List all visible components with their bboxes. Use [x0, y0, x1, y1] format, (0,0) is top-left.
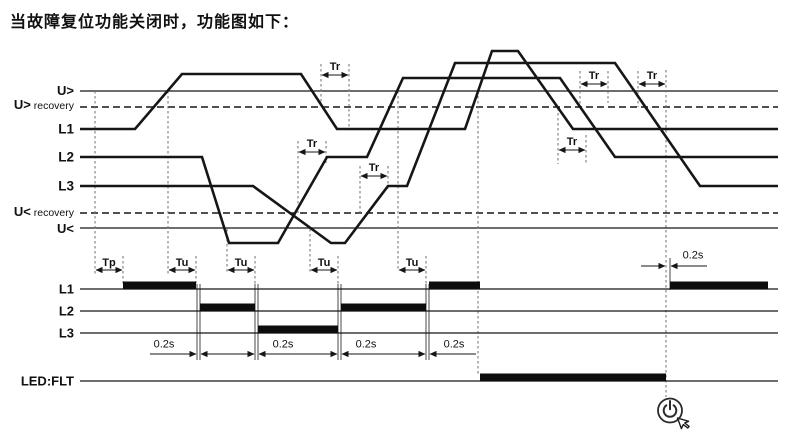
waveform-l3	[80, 61, 778, 245]
tr-arrowhead	[580, 80, 588, 88]
waveform-l1	[80, 49, 778, 131]
tr-arrowhead	[558, 146, 566, 154]
digital-label-led-flt: LED:FLT	[21, 374, 74, 389]
digital-label-relay-l2: L2	[59, 304, 74, 319]
gap-arrowhead	[189, 350, 197, 358]
tu-arrowhead	[227, 266, 235, 274]
tr-arrowhead	[658, 80, 666, 88]
gap-arrowhead	[658, 262, 666, 270]
tr-label: Tr	[567, 136, 578, 148]
waveform-label-l2: L2	[58, 150, 74, 165]
digital-label-relay-l3: L3	[59, 326, 74, 341]
power-icon	[662, 404, 678, 418]
relay-l2-on-bar	[200, 303, 255, 312]
tu-label: Tu	[176, 257, 189, 269]
tr-arrowhead	[380, 172, 388, 180]
threshold-label-u-over: U>	[57, 83, 74, 98]
tr-arrowhead	[298, 148, 306, 156]
power-reset-button[interactable]	[657, 397, 690, 430]
gap-arrowhead	[247, 350, 255, 358]
tp-arrowhead	[95, 266, 103, 274]
tu-arrowhead	[168, 266, 176, 274]
tr-arrowhead	[600, 80, 608, 88]
gap-arrowhead	[330, 350, 338, 358]
gap-0-2s-label: 0.2s	[154, 339, 175, 351]
tr-label: Tr	[589, 70, 600, 82]
relay-l1-on-bar	[123, 281, 196, 290]
tr-arrowhead	[360, 172, 368, 180]
relay-l1-on-bar	[670, 281, 768, 290]
gap-0-2s-label: 0.2s	[683, 250, 704, 262]
tu-arrowhead	[310, 266, 318, 274]
gap-arrowhead	[670, 262, 678, 270]
power-button-ring	[657, 397, 683, 424]
relay-l1-on-bar	[429, 281, 480, 290]
tu-arrowhead	[188, 266, 196, 274]
tr-label: Tr	[330, 61, 341, 73]
cursor-icon	[676, 417, 690, 430]
tr-label: Tr	[647, 70, 658, 82]
waveform-label-l3: L3	[58, 179, 74, 194]
tr-arrowhead	[638, 80, 646, 88]
tu-arrowhead	[330, 266, 338, 274]
gap-0-2s-label: 0.2s	[356, 339, 377, 351]
digital-label-relay-l1: L1	[59, 282, 74, 297]
tu-label: Tu	[318, 257, 331, 269]
tp-arrowhead	[115, 266, 123, 274]
waveform-l2	[80, 76, 778, 245]
tr-arrowhead	[318, 148, 326, 156]
tr-arrowhead	[341, 71, 349, 79]
tu-label: Tu	[406, 257, 419, 269]
threshold-label-u-over-recovery: U> recovery	[14, 97, 75, 112]
tr-label: Tr	[369, 162, 380, 174]
gap-arrowhead	[341, 350, 349, 358]
threshold-label-u-under: U<	[57, 221, 74, 236]
relay-l3-on-bar	[258, 325, 338, 334]
tu-label: Tu	[235, 257, 248, 269]
waveform-label-l1: L1	[58, 122, 74, 137]
gap-arrowhead	[418, 350, 426, 358]
tu-arrowhead	[398, 266, 406, 274]
tu-arrowhead	[247, 266, 255, 274]
gap-0-2s-label: 0.2s	[273, 339, 294, 351]
gap-arrowhead	[200, 350, 208, 358]
relay-l2-on-bar	[341, 303, 426, 312]
tu-arrowhead	[418, 266, 426, 274]
gap-arrowhead	[429, 350, 437, 358]
gap-0-2s-label: 0.2s	[444, 339, 465, 351]
tr-arrowhead	[578, 146, 586, 154]
tr-arrowhead	[321, 71, 329, 79]
page-title: 当故障复位功能关闭时，功能图如下：	[10, 14, 300, 31]
threshold-label-u-under-recovery: U< recovery	[14, 204, 75, 219]
tr-label: Tr	[307, 138, 318, 150]
tp-label: Tp	[102, 257, 116, 269]
gap-arrowhead	[258, 350, 266, 358]
led-flt-on-bar	[480, 373, 666, 382]
